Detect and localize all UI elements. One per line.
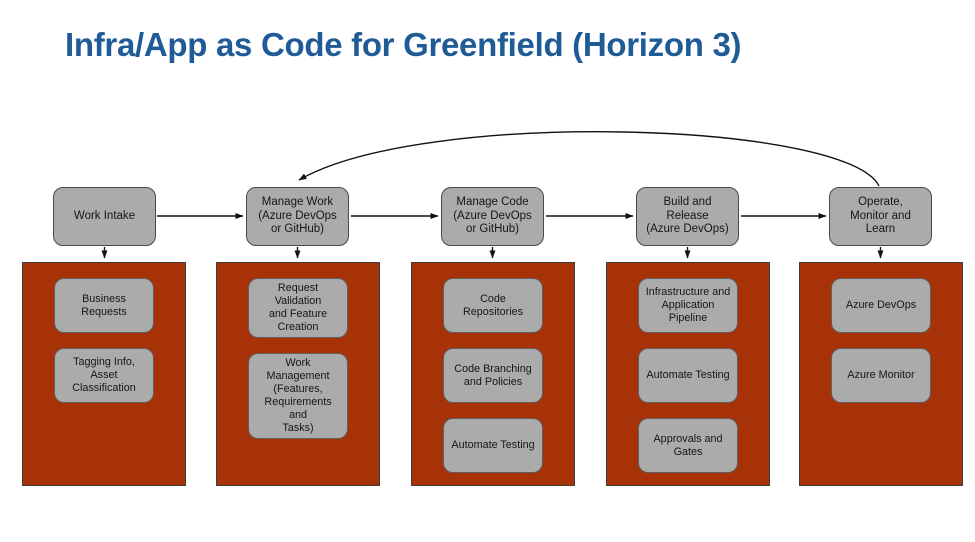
panel-operate-monitor-learn: Azure DevOps Azure Monitor [799,262,963,486]
item-automate-testing-code: Automate Testing [443,418,543,473]
panel-build-release: Infrastructure and Application Pipeline … [606,262,770,486]
top-box-manage-work: Manage Work (Azure DevOps or GitHub) [246,187,349,246]
top-box-work-intake: Work Intake [53,187,156,246]
item-automate-testing-build: Automate Testing [638,348,738,403]
item-business-requests: Business Requests [54,278,154,333]
panel-manage-work: Request Validation and Feature Creation … [216,262,380,486]
item-azure-devops: Azure DevOps [831,278,931,333]
top-box-manage-code: Manage Code (Azure DevOps or GitHub) [441,187,544,246]
item-infrastructure-application-pipeline: Infrastructure and Application Pipeline [638,278,738,333]
item-code-branching-policies: Code Branching and Policies [443,348,543,403]
item-approvals-gates: Approvals and Gates [638,418,738,473]
item-azure-monitor: Azure Monitor [831,348,931,403]
panel-manage-code: Code Repositories Code Branching and Pol… [411,262,575,486]
top-box-build-release: Build and Release (Azure DevOps) [636,187,739,246]
item-code-repositories: Code Repositories [443,278,543,333]
item-work-management: Work Management (Features, Requirements … [248,353,348,439]
item-request-validation-feature-creation: Request Validation and Feature Creation [248,278,348,338]
top-box-operate-monitor-learn: Operate, Monitor and Learn [829,187,932,246]
panel-work-intake: Business Requests Tagging Info, Asset Cl… [22,262,186,486]
arrow-feedback-loop [298,131,880,187]
slide-title: Infra/App as Code for Greenfield (Horizo… [65,26,742,63]
item-tagging-info-asset-classification: Tagging Info, Asset Classification [54,348,154,403]
